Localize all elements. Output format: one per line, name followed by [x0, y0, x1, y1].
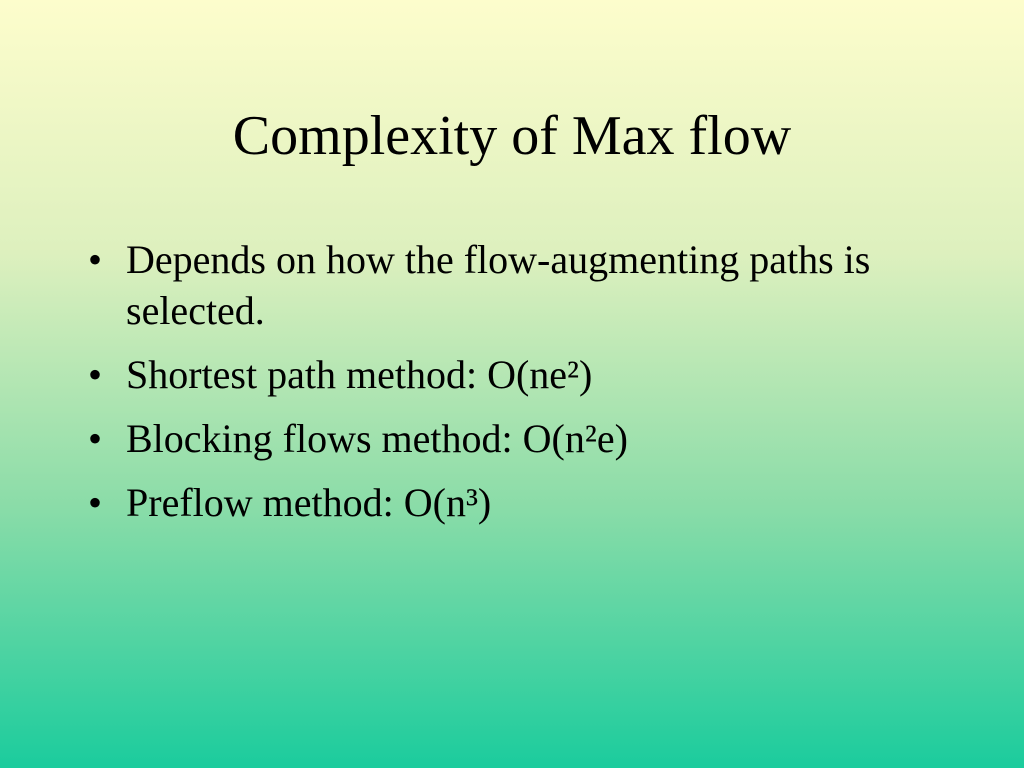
bullet-item: • Blocking flows method: O(n²e): [88, 413, 968, 464]
bullet-text: Shortest path method: O(ne²): [126, 352, 593, 397]
slide-title: Complexity of Max flow: [232, 105, 792, 167]
bullet-list: • Depends on how the flow-augmenting pat…: [88, 234, 968, 541]
bullet-text: Depends on how the flow-augmenting paths…: [126, 237, 871, 333]
bullet-icon: •: [88, 480, 103, 525]
bullet-icon: •: [88, 416, 103, 461]
bullet-item: • Depends on how the flow-augmenting pat…: [88, 234, 968, 336]
bullet-icon: •: [88, 237, 103, 282]
bullet-text: Blocking flows method: O(n²e): [126, 416, 628, 461]
bullet-item: • Preflow method: O(n³): [88, 477, 968, 528]
bullet-text: Preflow method: O(n³): [126, 480, 492, 525]
bullet-item: • Shortest path method: O(ne²): [88, 349, 968, 400]
bullet-icon: •: [88, 352, 103, 397]
